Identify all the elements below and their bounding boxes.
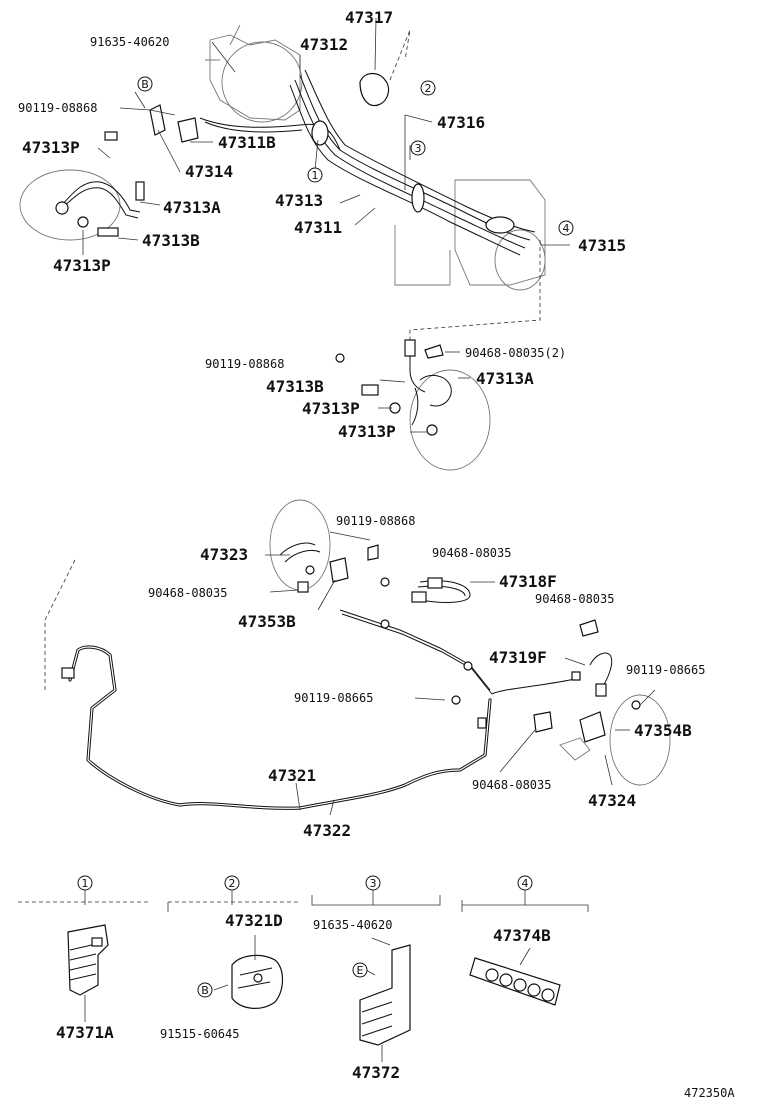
label-47313a-b: 47313A bbox=[476, 369, 534, 388]
label-90468-08035-b: 90468-08035 bbox=[148, 586, 227, 600]
reference-line-mid bbox=[44, 559, 76, 690]
svg-text:2: 2 bbox=[425, 82, 432, 95]
legend-dividers bbox=[18, 890, 589, 912]
label-47312: 47312 bbox=[300, 35, 348, 54]
fitting-small-mid bbox=[451, 695, 461, 705]
clamp-47321d-drawing bbox=[231, 954, 284, 1009]
label-47315: 47315 bbox=[578, 236, 626, 255]
label-90119-08868-b: 90119-08868 bbox=[205, 357, 284, 371]
label-47313p-c: 47313P bbox=[302, 399, 360, 418]
label-47371a: 47371A bbox=[56, 1023, 114, 1042]
label-47311: 47311 bbox=[294, 218, 342, 237]
label-47313-top: 47313 bbox=[275, 191, 323, 210]
svg-text:3: 3 bbox=[370, 877, 377, 890]
label-91515-60645: 91515-60645 bbox=[160, 1027, 239, 1041]
label-47317: 47317 bbox=[345, 8, 393, 27]
master-cylinder-sketch bbox=[394, 179, 546, 291]
label-47324: 47324 bbox=[588, 791, 636, 810]
label-90468-08035-c: 90468-08035 bbox=[535, 592, 614, 606]
svg-text:E: E bbox=[357, 964, 364, 977]
label-47321d: 47321D bbox=[225, 911, 283, 930]
svg-text:3: 3 bbox=[415, 142, 422, 155]
clamp-47372-drawing bbox=[359, 944, 411, 1046]
fitting-rect-mid bbox=[477, 717, 487, 729]
label-90119-08665-b: 90119-08665 bbox=[294, 691, 373, 705]
rear-brake-tube-middle bbox=[339, 609, 581, 695]
label-47321: 47321 bbox=[268, 766, 316, 785]
label-47313b-b: 47313B bbox=[266, 377, 324, 396]
label-47316: 47316 bbox=[437, 113, 485, 132]
clamp-47374b-drawing bbox=[469, 957, 561, 1006]
callout-3: 3 bbox=[410, 140, 426, 156]
label-47314: 47314 bbox=[185, 162, 233, 181]
label-47311b: 47311B bbox=[218, 133, 276, 152]
label-90468-08035-a: 90468-08035 bbox=[432, 546, 511, 560]
label-47313b-a: 47313B bbox=[142, 231, 200, 250]
legend-key-3: 3 bbox=[365, 875, 381, 891]
label-47322: 47322 bbox=[303, 821, 351, 840]
front-hose-left bbox=[19, 131, 145, 241]
svg-text:2: 2 bbox=[229, 877, 236, 890]
svg-text:4: 4 bbox=[522, 877, 529, 890]
label-47353b: 47353B bbox=[238, 612, 296, 631]
label-47313p-d: 47313P bbox=[338, 422, 396, 441]
svg-text:4: 4 bbox=[563, 222, 570, 235]
callout-b-top: B bbox=[137, 76, 153, 92]
label-47374b: 47374B bbox=[493, 926, 551, 945]
rear-flex-hose-middle bbox=[411, 577, 471, 603]
svg-text:1: 1 bbox=[82, 877, 89, 890]
rear-brake-assembly-left bbox=[269, 499, 390, 593]
main-brake-pipe-long bbox=[61, 645, 492, 810]
svg-text:B: B bbox=[141, 78, 149, 91]
rear-brake-tube-vertical bbox=[409, 240, 541, 393]
label-47323: 47323 bbox=[200, 545, 248, 564]
label-47318f: 47318F bbox=[499, 572, 557, 591]
callout-1: 1 bbox=[307, 167, 323, 183]
callout-e-legend: E bbox=[352, 962, 368, 978]
label-90119-08665-a: 90119-08665 bbox=[626, 663, 705, 677]
label-91635-40620-b: 91635-40620 bbox=[313, 918, 392, 932]
legend-key-4: 4 bbox=[517, 875, 533, 891]
diagram-code: 472350A bbox=[684, 1086, 735, 1100]
leader-lines bbox=[82, 17, 656, 1062]
label-90119-08868-a: 90119-08868 bbox=[18, 101, 97, 115]
callout-4: 4 bbox=[558, 220, 574, 236]
label-47313a-a: 47313A bbox=[163, 198, 221, 217]
rear-brake-assembly-right bbox=[533, 619, 671, 786]
legend-key-1: 1 bbox=[77, 875, 93, 891]
label-47313p-b: 47313P bbox=[53, 256, 111, 275]
label-47319f: 47319F bbox=[489, 648, 547, 667]
reference-line-top bbox=[389, 29, 411, 81]
brake-booster-sketch bbox=[205, 24, 303, 123]
legend-key-2: 2 bbox=[224, 875, 240, 891]
callout-b-legend: B bbox=[197, 982, 213, 998]
rear-hose-right-top bbox=[335, 339, 491, 471]
label-47372: 47372 bbox=[352, 1063, 400, 1082]
clamp-47371a-drawing bbox=[67, 924, 109, 996]
svg-text:B: B bbox=[201, 984, 209, 997]
label-47313p-a: 47313P bbox=[22, 138, 80, 157]
label-90468-08035-d: 90468-08035 bbox=[472, 778, 551, 792]
svg-text:1: 1 bbox=[312, 169, 319, 182]
clamps-top bbox=[149, 72, 515, 234]
label-90119-08868-c: 90119-08868 bbox=[336, 514, 415, 528]
label-47354b: 47354B bbox=[634, 721, 692, 740]
label-90468-08035-2: 90468-08035(2) bbox=[465, 346, 566, 360]
label-91635-40620-top: 91635-40620 bbox=[90, 35, 169, 49]
callout-2: 2 bbox=[420, 80, 436, 96]
